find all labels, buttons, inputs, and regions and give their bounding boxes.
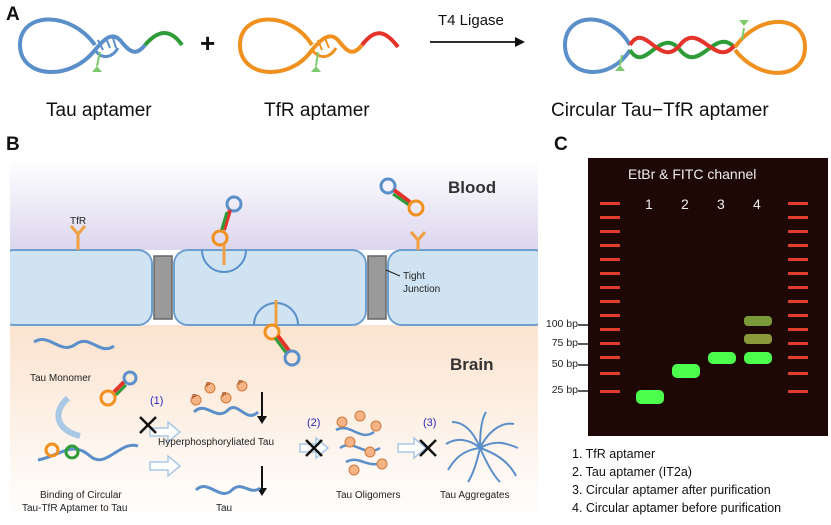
label-tfr-aptamer: TfR aptamer (264, 100, 370, 121)
hyper-tau-icon (192, 406, 260, 417)
step-3-label: (3) (423, 417, 437, 429)
tau-monomer-icon (33, 338, 115, 350)
ladder-label-50bp: 50 bp (551, 358, 578, 370)
circular-aptamer-icon (211, 195, 243, 265)
hollow-arrow-icon (149, 454, 182, 478)
tau-monomer-label: Tau Monomer (30, 373, 92, 384)
brain-region (10, 325, 538, 522)
endothelial-cell (173, 249, 367, 326)
lane-4-band-high (744, 316, 772, 326)
phospho-marker-label: P (238, 380, 243, 387)
binding-label-2: Tau-TfR Aptamer to Tau (22, 503, 128, 514)
binding-label-1: Binding of Circular (40, 490, 122, 501)
legend-item: 4. Circular aptamer before purification (572, 501, 782, 515)
lane-3-band (708, 352, 736, 364)
endothelial-cell (10, 249, 153, 326)
ladder-label-100bp: 100 bp (545, 318, 578, 330)
label-tau-aptamer: Tau aptamer (46, 100, 152, 121)
tau-label: Tau (216, 503, 233, 514)
tau-aptamer-icon (17, 17, 184, 74)
panel-c-letter: C (554, 134, 568, 155)
panel-a-illustration: + (17, 17, 808, 75)
circular-aptamer-icon (263, 300, 301, 367)
phospho-marker-label: P (206, 382, 211, 389)
lane-1-band (636, 390, 664, 404)
ladder-right (788, 202, 808, 393)
circular-aptamer-icon (379, 177, 425, 217)
inhibit-x-icon (305, 439, 323, 457)
lane-4-band-low (744, 352, 772, 364)
tfr-label: TfR (70, 216, 87, 227)
ladder-label-75bp: 75 bp (551, 337, 578, 349)
blood-region (10, 160, 538, 250)
reaction-label: T4 Ligase (438, 12, 504, 29)
lane-1-label: 1 (645, 196, 653, 212)
tfr-receptor-icon (69, 225, 87, 250)
step-2-label: (2) (307, 417, 321, 429)
endothelial-cell (387, 249, 538, 326)
curved-arrow-icon (55, 395, 81, 439)
tight-junction-label-2: Junction (403, 284, 441, 295)
step-1-label: (1) (150, 395, 164, 407)
phospho-marker-label: P (192, 394, 197, 401)
label-circular-aptamer: Circular Tau−TfR aptamer (551, 100, 769, 121)
inhibit-x-icon (419, 439, 437, 457)
brain-label: Brain (450, 355, 494, 374)
tau-aggregates-label: Tau Aggregates (440, 490, 510, 501)
panel-b-letter: B (6, 134, 20, 155)
tight-junction (367, 255, 387, 320)
legend-item: 2. Tau aptamer (IT2a) (572, 465, 692, 479)
hollow-arrow-icon (397, 436, 428, 460)
lane-4-band-mid (744, 334, 772, 344)
hollow-arrow-icon (149, 420, 182, 444)
ladder-ticks (578, 324, 588, 392)
tight-junction-label-1: Tight (403, 271, 425, 282)
tau-icon (194, 485, 261, 495)
tau-aggregates-icon (445, 411, 519, 483)
phospho-marker-label: P (222, 392, 227, 399)
gel-image: EtBr & FITC channel 1 2 3 4 (588, 158, 828, 436)
tfr-receptor-icon (409, 231, 427, 250)
tfr-aptamer-icon (237, 17, 400, 74)
lane-2-label: 2 (681, 196, 689, 212)
panel-a-letter: A (6, 4, 20, 25)
lane-4-label: 4 (753, 196, 761, 212)
blood-label: Blood (448, 178, 497, 197)
tau-oligomers-label: Tau Oligomers (336, 490, 401, 501)
circular-aptamer-icon (562, 17, 808, 75)
gel-bands (600, 202, 808, 404)
ladder-left (600, 202, 620, 393)
inhibit-x-icon (139, 416, 157, 434)
gel-title: EtBr & FITC channel (628, 166, 757, 182)
circular-aptamer-icon (99, 370, 138, 407)
legend-item: 3. Circular aptamer after purification (572, 483, 771, 497)
tight-junction (153, 255, 173, 320)
lane-3-label: 3 (717, 196, 725, 212)
legend-item: 1. TfR aptamer (572, 447, 656, 461)
hyper-tau-label: Hyperphosphoryliated Tau (158, 437, 275, 448)
lane-2-band (672, 364, 700, 378)
ladder-label-25bp: 25 bp (551, 384, 578, 396)
panel-b-diagram (10, 160, 538, 522)
plus-sign: + (200, 28, 215, 58)
